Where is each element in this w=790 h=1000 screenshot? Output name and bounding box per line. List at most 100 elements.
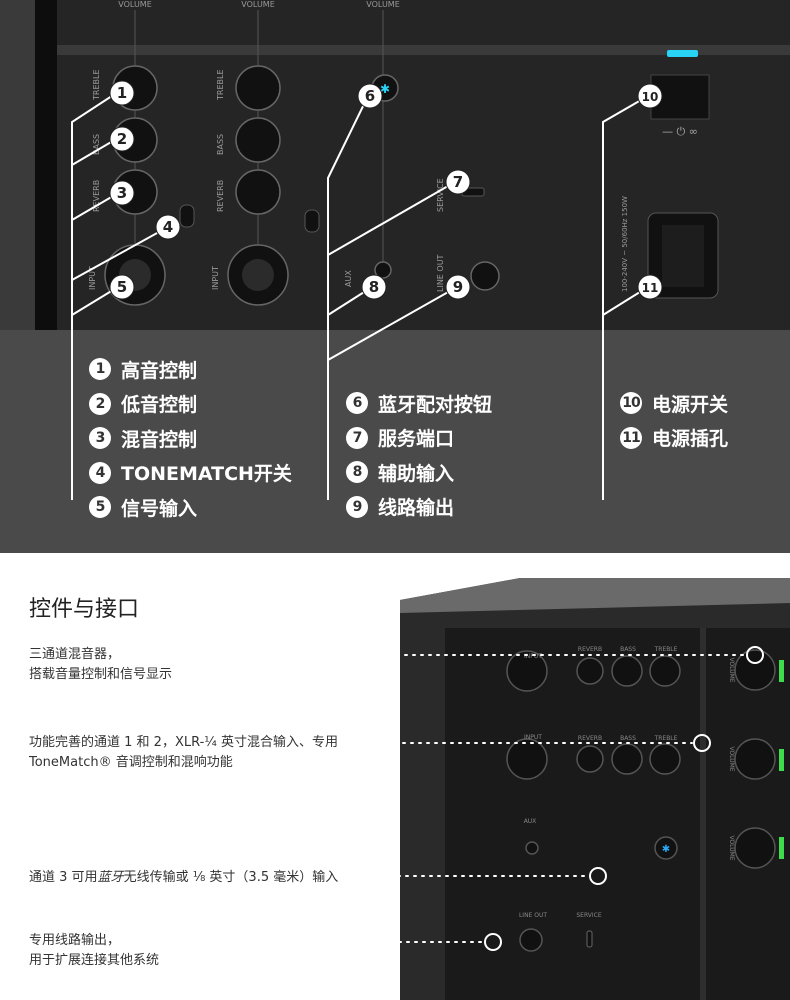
treble-knob-ch1[interactable] <box>649 655 681 687</box>
service-label: SERVICE <box>436 178 445 212</box>
volume-knob-ch3[interactable] <box>734 827 776 869</box>
input-label-1: INPUT <box>88 266 97 290</box>
volume-label-ch2: VOLUME <box>728 746 735 771</box>
legend-label: 辅助输入 <box>378 462 455 485</box>
line-out-jack-bottom[interactable] <box>519 928 543 952</box>
input-label-ch1: INPUT <box>524 653 542 660</box>
callout-badge <box>109 180 135 206</box>
bass-label-2: BASS <box>216 134 225 155</box>
legend-number-badge: 4 <box>89 461 111 484</box>
legend-label: 信号输入 <box>121 497 198 520</box>
marker-line-out <box>484 933 502 951</box>
feature-channel3-bluetooth: 蓝牙 <box>97 870 124 885</box>
legend-number-badge: 10 <box>620 392 642 415</box>
aux-jack-bottom[interactable] <box>525 841 539 855</box>
panel-ridge <box>57 45 790 55</box>
socket-inner <box>662 225 704 287</box>
bass-knob-ch1[interactable] <box>611 655 643 687</box>
feature-channel3-text-c: 无线传输或 ⅛ 英寸（3.5 毫米）输入 <box>123 870 339 885</box>
reverb-knob-ch1[interactable] <box>576 657 604 685</box>
volume-knob-ch2[interactable] <box>734 738 776 780</box>
callout-badge <box>357 83 383 109</box>
line-out-jack[interactable] <box>470 261 500 291</box>
volume-knob-ch1[interactable] <box>734 649 776 691</box>
power-rating-label: 100-240V ~ 50/60Hz 150W <box>621 196 629 292</box>
cabinet-edge <box>0 0 35 330</box>
aux-label: AUX <box>344 270 353 287</box>
callout-number: 6 <box>365 87 375 105</box>
bluetooth-button-bottom[interactable] <box>654 836 678 860</box>
input-label-ch2: INPUT <box>524 734 542 741</box>
power-symbols: — ⏻ ∞ <box>662 125 698 138</box>
panel-divider <box>700 628 706 1000</box>
treble-label-2: TREBLE <box>216 70 225 102</box>
callout-badge <box>361 274 387 300</box>
bass-knob-ch2[interactable] <box>611 743 643 775</box>
legend-number-badge: 3 <box>89 427 111 450</box>
callout-number: 4 <box>163 218 173 236</box>
legend-item: 7 服务端口 <box>346 421 492 456</box>
bass-label-1: BASS <box>92 134 101 155</box>
feature-mixer-line2: 搭载音量控制和信号显示 <box>29 667 173 682</box>
reverb-knob-ch2[interactable] <box>576 745 604 773</box>
power-led <box>667 50 698 57</box>
callout-badge <box>637 274 663 300</box>
controls-photo-section: VOLUME VOLUME VOLUME ✱ — ⏻ ∞ TREBLE BASS… <box>0 0 790 553</box>
treble-label-ch2: TREBLE <box>654 735 678 742</box>
feature-line-out-line2: 用于扩展连接其他系统 <box>29 953 160 968</box>
xlr-inner-2 <box>242 259 274 291</box>
speaker-top <box>400 578 790 613</box>
callout-badge <box>109 80 135 106</box>
feature-mixer: 三通道混音器， 搭载音量控制和信号显示 <box>29 645 172 685</box>
feature-mixer-line1: 三通道混音器， <box>29 647 121 662</box>
callout-number: 5 <box>117 278 127 296</box>
speaker-rear-photo: ✱ INPUT REVERB BASS TREBLE INPUT REVERB … <box>134 578 790 1000</box>
volume-label-3: VOLUME <box>366 0 400 9</box>
callout-badge <box>445 169 471 195</box>
feature-channel3: 通道 3 可用蓝牙无线传输或 ⅛ 英寸（3.5 毫米）输入 <box>29 868 338 888</box>
xlr-input-ch2[interactable] <box>506 738 548 780</box>
callout-number: 7 <box>453 173 463 191</box>
treble-knob-ch2[interactable] <box>649 743 681 775</box>
xlr-input-ch1[interactable] <box>506 650 548 692</box>
legend-band <box>0 330 790 553</box>
tonematch-switch-1[interactable] <box>179 204 195 228</box>
legend-number-badge: 9 <box>346 495 368 518</box>
bass-label-ch2: BASS <box>620 735 636 742</box>
bass-knob-2[interactable] <box>235 117 281 163</box>
tonematch-switch-2[interactable] <box>304 209 320 233</box>
treble-label-ch1: TREBLE <box>654 646 678 653</box>
callout-number: 9 <box>453 278 463 296</box>
treble-knob-2[interactable] <box>235 65 281 111</box>
legend-label: 电源插孔 <box>652 428 729 451</box>
callout-badge <box>109 126 135 152</box>
legend-number-badge: 7 <box>346 426 368 449</box>
rear-panel-photo: VOLUME VOLUME VOLUME ✱ — ⏻ ∞ TREBLE BASS… <box>0 0 790 553</box>
marker-mixer <box>746 646 764 664</box>
input-label-2: INPUT <box>211 266 220 290</box>
legend-label: 高音控制 <box>121 359 198 382</box>
line-out-label-bottom: LINE OUT <box>519 912 547 919</box>
reverb-knob-2[interactable] <box>235 169 281 215</box>
volume-label-ch3: VOLUME <box>728 835 735 860</box>
aux-jack[interactable] <box>374 261 392 279</box>
volume-label-ch1: VOLUME <box>728 657 735 682</box>
legend-number-badge: 6 <box>346 392 368 415</box>
legend-label: 服务端口 <box>378 428 455 451</box>
bluetooth-icon-bottom: ✱ <box>662 844 670 855</box>
line-out-label: LINE OUT <box>436 254 445 292</box>
feature-channels-line1: 功能完善的通道 1 和 2，XLR-¼ 英寸混合输入、专用 <box>29 735 339 750</box>
callout-number: 8 <box>369 278 379 296</box>
callout-badge <box>445 274 471 300</box>
service-port-bottom[interactable] <box>586 930 593 948</box>
